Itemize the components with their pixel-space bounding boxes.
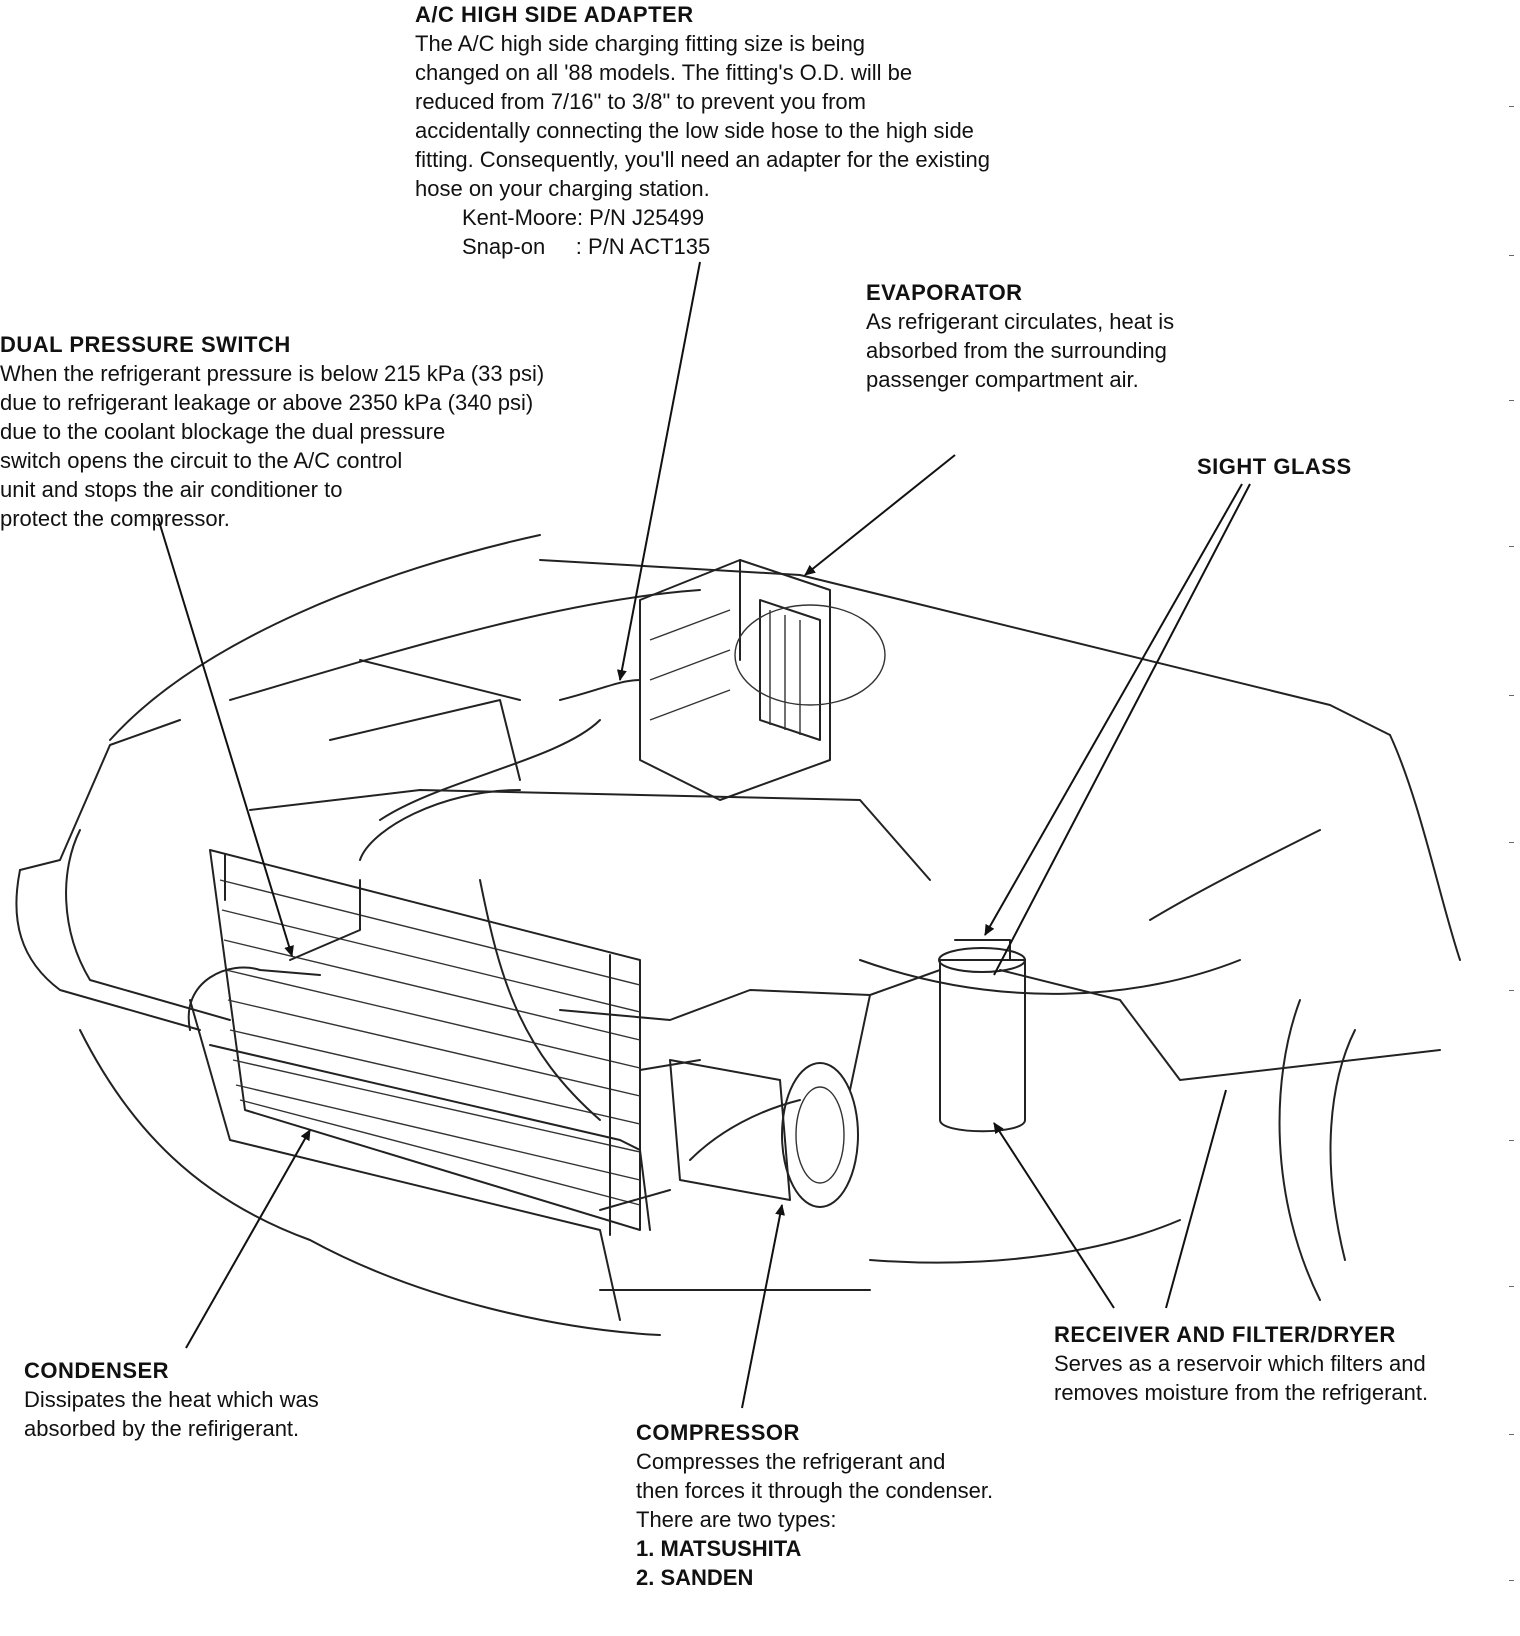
dual-pressure-switch-line: When the refrigerant pressure is below 2…	[0, 361, 545, 386]
margin-tick	[1509, 695, 1514, 696]
evaporator-line: absorbed from the surrounding	[866, 338, 1167, 363]
evaporator-title: EVAPORATOR	[866, 280, 1023, 305]
condenser-drawing	[209, 849, 641, 1236]
margin-tick	[1509, 1580, 1514, 1581]
dual-pressure-switch-line: protect the compressor.	[0, 506, 230, 531]
part-number-snap-on: Snap-on : P/N ACT135	[462, 234, 711, 259]
high-side-adapter-title: A/C HIGH SIDE ADAPTER	[415, 2, 694, 27]
high-side-adapter-line: reduced from 7/16" to 3/8" to prevent yo…	[415, 89, 866, 114]
margin-tick	[1509, 106, 1514, 107]
leader-sight-glass	[984, 483, 1243, 936]
dual-pressure-switch-line: due to refrigerant leakage or above 2350…	[0, 390, 534, 415]
margin-tick	[1509, 1286, 1514, 1287]
compressor-callout: COMPRESSOR Compresses the refrigerant an…	[636, 1418, 993, 1592]
high-side-adapter-line: accidentally connecting the low side hos…	[415, 118, 974, 143]
receiver-title: RECEIVER AND FILTER/DRYER	[1054, 1322, 1396, 1347]
dual-pressure-switch-line: due to the coolant blockage the dual pre…	[0, 419, 446, 444]
margin-tick	[1509, 255, 1514, 256]
compressor-drawing	[669, 1059, 859, 1208]
high-side-adapter-line: changed on all '88 models. The fitting's…	[415, 60, 913, 85]
margin-tick	[1509, 842, 1514, 843]
margin-tick	[1509, 1140, 1514, 1141]
leader-lines	[157, 261, 1251, 1409]
leader-sight-glass-2	[993, 483, 1251, 976]
condenser-line: Dissipates the heat which was	[24, 1387, 319, 1412]
refrigerant-lines	[187, 679, 941, 1231]
evaporator-line: passenger compartment air.	[866, 367, 1139, 392]
engine-drawing	[249, 659, 931, 881]
margin-tick	[1509, 400, 1514, 401]
compressor-line: then forces it through the condenser.	[636, 1478, 994, 1503]
condenser-callout: CONDENSER Dissipates the heat which was …	[24, 1356, 319, 1443]
leader-receiver	[993, 1122, 1115, 1309]
car-body	[15, 534, 1461, 1336]
compressor-line: There are two types:	[636, 1507, 837, 1532]
high-side-adapter-line: fitting. Consequently, you'll need an ad…	[415, 147, 990, 172]
sight-glass-callout: SIGHT GLASS	[1197, 452, 1352, 481]
margin-tick	[1509, 1434, 1514, 1435]
high-side-adapter-line: The A/C high side charging fitting size …	[415, 31, 866, 56]
condenser-title: CONDENSER	[24, 1358, 170, 1383]
receiver-drawing	[938, 939, 1026, 1133]
leader-dual-pressure-switch	[157, 517, 294, 957]
sight-glass-title: SIGHT GLASS	[1197, 454, 1352, 479]
compressor-type-sanden: 2. SANDEN	[636, 1565, 754, 1590]
leader-high-side-adapter	[616, 261, 701, 681]
leader-condenser	[185, 1129, 311, 1349]
dual-pressure-switch-line: unit and stops the air conditioner to	[0, 477, 343, 502]
dual-pressure-switch-line: switch opens the circuit to the A/C cont…	[0, 448, 403, 473]
leader-compressor	[741, 1204, 785, 1409]
part-number-kent-moore: Kent-Moore: P/N J25499	[462, 205, 705, 230]
dual-pressure-switch-title: DUAL PRESSURE SWITCH	[0, 332, 291, 357]
leader-evaporator	[804, 454, 956, 576]
receiver-line: removes moisture from the refrigerant.	[1054, 1380, 1429, 1405]
condenser-line: absorbed by the refirigerant.	[24, 1416, 300, 1441]
margin-tick	[1509, 990, 1514, 991]
receiver-line: Serves as a reservoir which filters and	[1054, 1351, 1426, 1376]
dual-pressure-switch-callout: DUAL PRESSURE SWITCH When the refrigeran…	[0, 330, 544, 533]
margin-tick	[1509, 546, 1514, 547]
receiver-callout: RECEIVER AND FILTER/DRYER Serves as a re…	[1054, 1320, 1428, 1407]
high-side-adapter-callout: A/C HIGH SIDE ADAPTER The A/C high side …	[415, 0, 990, 261]
evaporator-line: As refrigerant circulates, heat is	[866, 309, 1175, 334]
compressor-title: COMPRESSOR	[636, 1420, 800, 1445]
evaporator-callout: EVAPORATOR As refrigerant circulates, he…	[866, 278, 1174, 394]
compressor-line: Compresses the refrigerant and	[636, 1449, 946, 1474]
leader-receiver-2	[1165, 1089, 1227, 1309]
compressor-type-matsushita: 1. MATSUSHITA	[636, 1536, 802, 1561]
high-side-adapter-line: hose on your charging station.	[415, 176, 710, 201]
evaporator-drawing	[639, 559, 886, 801]
